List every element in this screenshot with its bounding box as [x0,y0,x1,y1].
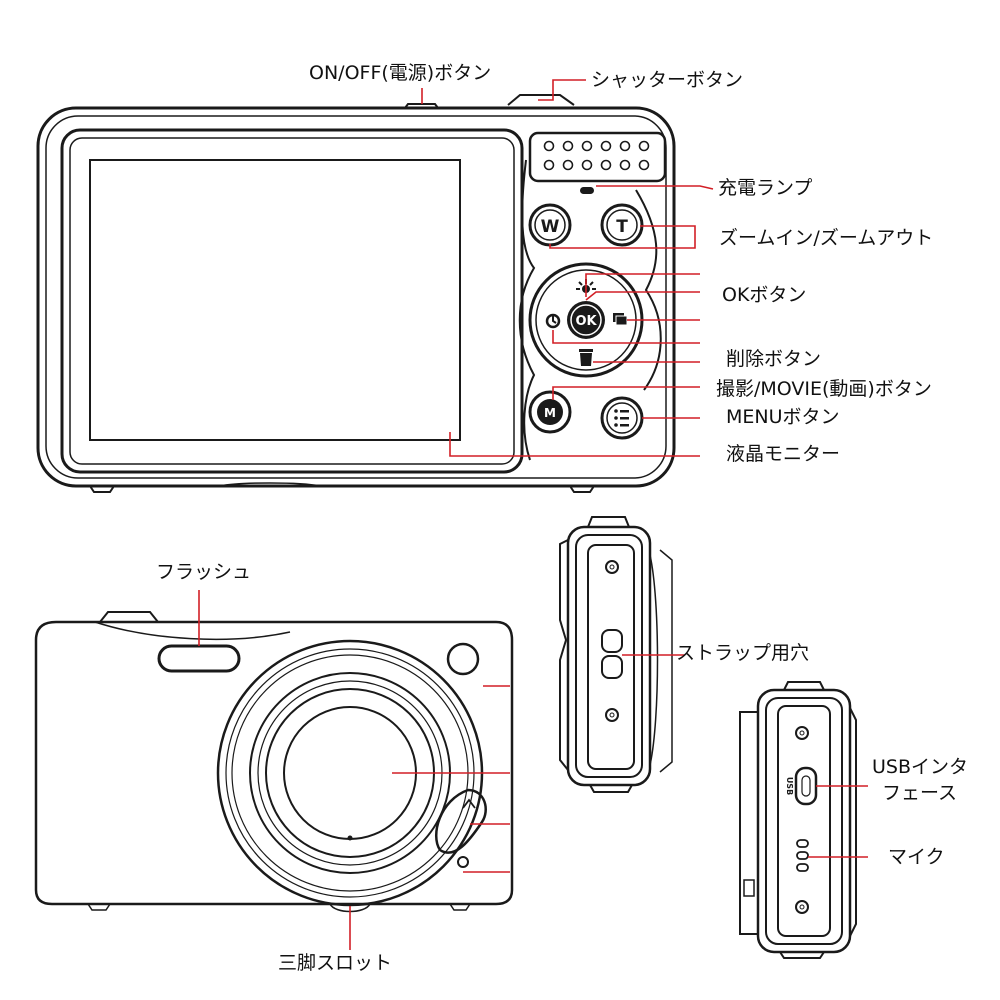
camera-front-view [34,590,514,950]
mic-holes [796,839,809,872]
ok-button [567,301,605,339]
menu-icon [614,409,629,427]
charge-lamp [580,187,594,194]
mode-switch [435,788,487,854]
lcd-bezel [60,128,524,474]
label-usb-line1: USBインタ [872,756,969,778]
label-zoom: ズームイン/ズームアウト [719,227,934,249]
label-strap: ストラップ用穴 [676,642,810,664]
playback-icon [613,313,628,326]
side-body-strap [566,525,652,787]
speaker-grille [528,131,667,183]
trash-icon [579,349,593,366]
shutter-button [507,94,575,106]
camera-front-body [34,620,514,906]
label-usb-line2: フェース [882,782,958,804]
label-tripod: 三脚スロット [278,952,393,974]
front-mic-hole [457,856,469,868]
zoom-tele-button [600,203,644,247]
side-body-usb [756,688,852,954]
label-mic: マイク [888,846,945,868]
usb-port-label: USB [785,777,794,795]
camera-side-view-strap [559,516,685,793]
usb-port [794,766,818,806]
label-charge-lamp: 充電ランプ [718,177,813,199]
af-assist-light [446,642,480,676]
zoom-tele-glyph: T [616,217,628,237]
label-flash: フラッシュ [156,561,252,583]
label-mode-button: 撮影/MOVIE(動画)ボタン [716,378,932,400]
strap-hole-upper [601,629,623,653]
front-shutter-button [99,611,159,623]
flash-window [157,644,241,673]
ok-glyph: OK [575,314,597,329]
camera-back-view: W T OK M [36,79,714,493]
camera-side-view-usb: USB [739,681,868,959]
mode-glyph: M [544,406,556,420]
strap-hole-lower [601,655,623,679]
label-delete-button: 削除ボタン [726,348,822,370]
label-menu-button: MENUボタン [726,406,840,428]
speaker-holes [543,140,650,171]
mode-button [528,390,572,434]
front-leaders [198,590,510,950]
label-ok-button: OKボタン [722,284,807,306]
label-shutter-button: シャッターボタン [591,69,744,91]
lcd-monitor [89,159,461,441]
label-lcd: 液晶モニター [726,443,841,465]
label-power-button: ON/OFF(電源)ボタン [309,62,492,84]
back-leaders [421,79,714,457]
self-timer-icon [545,313,561,329]
zoom-wide-glyph: W [541,217,560,237]
camera-back-body [36,106,676,488]
